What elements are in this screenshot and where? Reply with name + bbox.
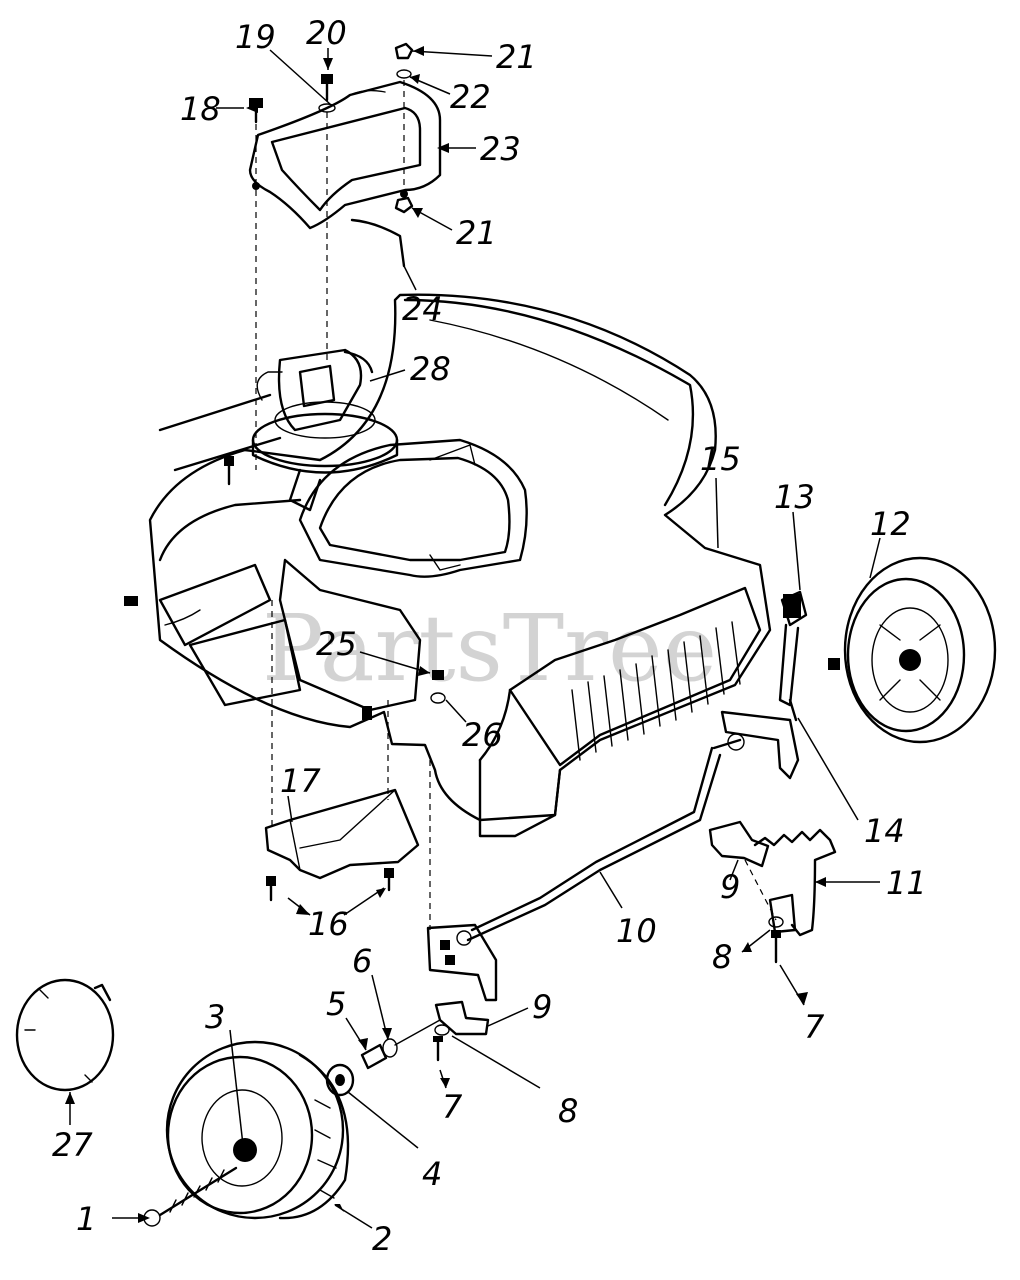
axle-bracket-left: [426, 923, 498, 1002]
callout-12: 12: [870, 505, 911, 543]
callout-5: 5: [326, 985, 346, 1023]
bushing-part-4: [325, 1063, 355, 1097]
callout-8-upper: 8: [712, 938, 732, 976]
screw-part-16-left: [266, 876, 276, 902]
callout-9-lower: 9: [532, 988, 552, 1026]
callout-15: 15: [700, 440, 741, 478]
axle-part-10: [456, 733, 745, 946]
callout-25: 25: [316, 625, 357, 663]
handle-bar: [158, 393, 282, 472]
screw-part-7-lower: [433, 1036, 443, 1062]
callout-4: 4: [422, 1155, 442, 1193]
callout-13: 13: [774, 478, 815, 516]
watermark-text: PartsTree: [262, 595, 717, 702]
leader-arrowheads: [65, 46, 826, 1223]
callout-28: 28: [410, 350, 451, 388]
callout-14: 14: [864, 812, 905, 850]
washer-part-26: [430, 692, 446, 704]
callout-8-lower: 8: [558, 1092, 578, 1130]
hubcap-part-27: [15, 978, 115, 1092]
height-adjuster-part-11: [753, 828, 837, 937]
callout-2: 2: [372, 1220, 392, 1258]
washer-part-6: [382, 1038, 398, 1058]
callout-21-lower: 21: [456, 214, 497, 252]
screw-part-16-right: [384, 868, 394, 892]
callout-11: 11: [886, 864, 927, 902]
cable-part-24: [350, 218, 406, 268]
bolt-part-25: [432, 670, 444, 680]
nut-part-21-lower: [394, 196, 414, 214]
washer-part-8-lower: [434, 1024, 450, 1036]
axle-guide-line: [394, 1019, 441, 1046]
washer-part-8-upper: [768, 916, 784, 928]
clip-part-9-lower: [434, 1000, 490, 1036]
mower-deck-part-15: [124, 293, 772, 838]
deck-vent-slats: [571, 621, 741, 761]
bolt-part-1: [143, 1166, 238, 1227]
callout-27: 27: [52, 1126, 93, 1164]
screw-part-7-upper: [771, 930, 781, 964]
nut-part-21-top: [394, 42, 414, 60]
callout-22: 22: [450, 78, 491, 116]
adjustment-handle-part-13: [778, 590, 808, 707]
assembly-guide-lines: [255, 80, 777, 930]
pulley-assembly-part-28: [251, 348, 399, 512]
callout-23: 23: [480, 130, 521, 168]
wheel-bolt-part-14: [788, 658, 840, 722]
callout-24: 24: [402, 290, 443, 328]
callout-10: 10: [616, 912, 657, 950]
clip-part-9-upper: [708, 820, 770, 868]
callout-16: 16: [308, 905, 349, 943]
callout-9-upper: 9: [720, 868, 740, 906]
callout-3: 3: [205, 998, 225, 1036]
baffle-part-17: [264, 788, 420, 880]
callout-20: 20: [306, 14, 347, 52]
callout-26: 26: [462, 716, 503, 754]
callout-1: 1: [76, 1200, 96, 1238]
axle-bracket-right: [720, 710, 800, 780]
washer-part-22: [396, 69, 412, 79]
callout-19: 19: [235, 18, 276, 56]
spacer-part-5: [360, 1043, 388, 1070]
callout-6: 6: [352, 942, 372, 980]
callout-21-top: 21: [496, 38, 537, 76]
callout-7-upper: 7: [804, 1008, 825, 1046]
callout-labels: 1 2 3 4 5 6 7 8 9 10 11 12 13 14 15 16 1…: [52, 14, 927, 1258]
callout-18: 18: [180, 90, 221, 128]
wheel-part-2: [165, 1040, 350, 1220]
callout-7-lower: 7: [442, 1088, 463, 1126]
wheel-part-12: [843, 556, 997, 744]
callout-17: 17: [280, 762, 321, 800]
